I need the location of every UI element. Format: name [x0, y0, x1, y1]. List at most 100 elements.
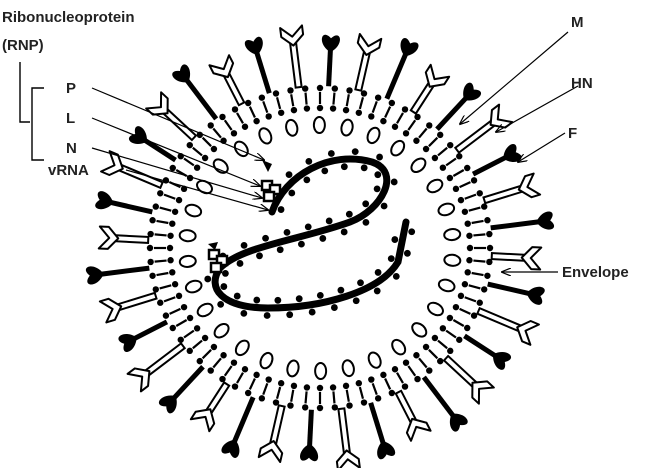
outer-lipid-head	[187, 142, 193, 148]
outer-lipid-head	[361, 399, 367, 405]
n-leader-line	[92, 148, 262, 198]
outer-lipid-head	[259, 395, 265, 401]
inner-lipid-head	[458, 197, 464, 203]
outer-lipid-head	[332, 85, 338, 91]
vrna-label: vRNA	[48, 162, 89, 179]
inner-lipid-head	[278, 110, 284, 116]
matrix-protein	[340, 119, 354, 137]
outer-lipid-head	[178, 337, 184, 343]
p-label: P	[66, 80, 76, 97]
hn-spike	[491, 245, 541, 269]
lipid-tail	[473, 234, 485, 235]
outer-lipid-head	[437, 132, 443, 138]
inner-lipid-head	[317, 105, 323, 111]
lipid-tail	[333, 93, 334, 105]
outer-lipid-head	[317, 85, 323, 91]
lipid-tail	[360, 97, 363, 109]
hn-spike	[481, 174, 540, 211]
inner-lipid-head	[403, 359, 409, 365]
outer-lipid-head	[245, 100, 251, 106]
lipid-tail	[333, 391, 334, 403]
inner-lipid-head	[413, 138, 419, 144]
lipid-tail	[465, 195, 476, 199]
outer-lipid-head	[317, 405, 323, 411]
inner-lipid-head	[317, 385, 323, 391]
matrix-protein	[212, 321, 231, 340]
inner-lipid-head	[265, 376, 271, 382]
inner-lipid-head	[423, 146, 429, 152]
n-protein-bead	[408, 228, 415, 235]
matrix-protein	[410, 320, 429, 339]
lipid-tail	[429, 350, 437, 358]
matrix-protein	[425, 177, 444, 195]
outer-lipid-head	[208, 122, 214, 128]
lipid-tail	[373, 101, 377, 112]
hn-spike	[101, 151, 166, 195]
outer-lipid-head	[153, 286, 159, 292]
f-spike	[244, 36, 278, 96]
lipid-tail	[213, 358, 221, 367]
outer-lipid-head	[447, 348, 453, 354]
matrix-protein	[409, 156, 428, 175]
lipid-tail	[291, 390, 293, 402]
outer-lipid-head	[219, 376, 225, 382]
n-protein-bead	[357, 279, 364, 286]
hn-spike	[348, 34, 382, 93]
outer-lipid-head	[484, 217, 490, 223]
lipid-tail	[277, 387, 280, 399]
lipid-tail	[453, 320, 463, 326]
outer-lipid-head	[332, 404, 338, 410]
outer-lipid-head	[389, 390, 395, 396]
lipid-tail	[438, 341, 447, 349]
outer-lipid-head	[456, 153, 462, 159]
matrix-protein	[257, 126, 274, 145]
lipid-tail	[237, 373, 243, 383]
f-spike	[95, 190, 155, 220]
outer-lipid-head	[302, 404, 308, 410]
f-spike	[362, 400, 396, 460]
inner-lipid-head	[403, 130, 409, 136]
lipid-tail	[291, 94, 293, 106]
inner-lipid-head	[231, 130, 237, 136]
outer-lipid-head	[471, 312, 477, 318]
lipid-tail	[446, 331, 456, 338]
matrix-protein-layer	[179, 117, 461, 379]
matrix-protein	[341, 359, 355, 377]
inner-lipid-head	[253, 372, 259, 378]
outer-lipid-head	[456, 337, 462, 343]
inner-lipid-head	[432, 155, 438, 161]
inner-lipid-head	[447, 315, 453, 321]
outer-lipid-head	[375, 395, 381, 401]
lipid-tail	[277, 97, 280, 109]
outer-lipid-head	[402, 383, 408, 389]
n-protein-bead	[288, 190, 295, 197]
lipid-tail	[473, 261, 485, 262]
lipid-tail	[155, 261, 167, 262]
hn-spike	[128, 337, 190, 391]
hn-spike	[404, 65, 449, 118]
outer-lipid-head	[484, 273, 490, 279]
f-spike	[430, 81, 482, 135]
outer-lipid-head	[245, 390, 251, 396]
inner-lipid-head	[167, 233, 173, 239]
n-protein-bead	[391, 236, 398, 243]
n-protein-bead	[240, 310, 247, 317]
n-protein-bead	[326, 218, 333, 225]
lipid-tail	[184, 331, 194, 338]
outer-lipid-head	[487, 245, 493, 251]
n-protein-bead	[374, 171, 381, 178]
outer-lipid-head	[389, 100, 395, 106]
lipid-tail	[373, 383, 377, 394]
outer-lipid-head	[402, 106, 408, 112]
outer-lipid-head	[149, 217, 155, 223]
n-protein-bead	[305, 158, 312, 165]
n-protein-bead	[338, 287, 345, 294]
lipid-tail	[170, 309, 181, 314]
inner-lipid-head	[187, 315, 193, 321]
outer-lipid-head	[361, 90, 367, 96]
lipid-tail	[429, 138, 437, 146]
inner-lipid-head	[466, 257, 472, 263]
matrix-protein	[179, 229, 196, 242]
lipid-tail	[438, 148, 447, 156]
